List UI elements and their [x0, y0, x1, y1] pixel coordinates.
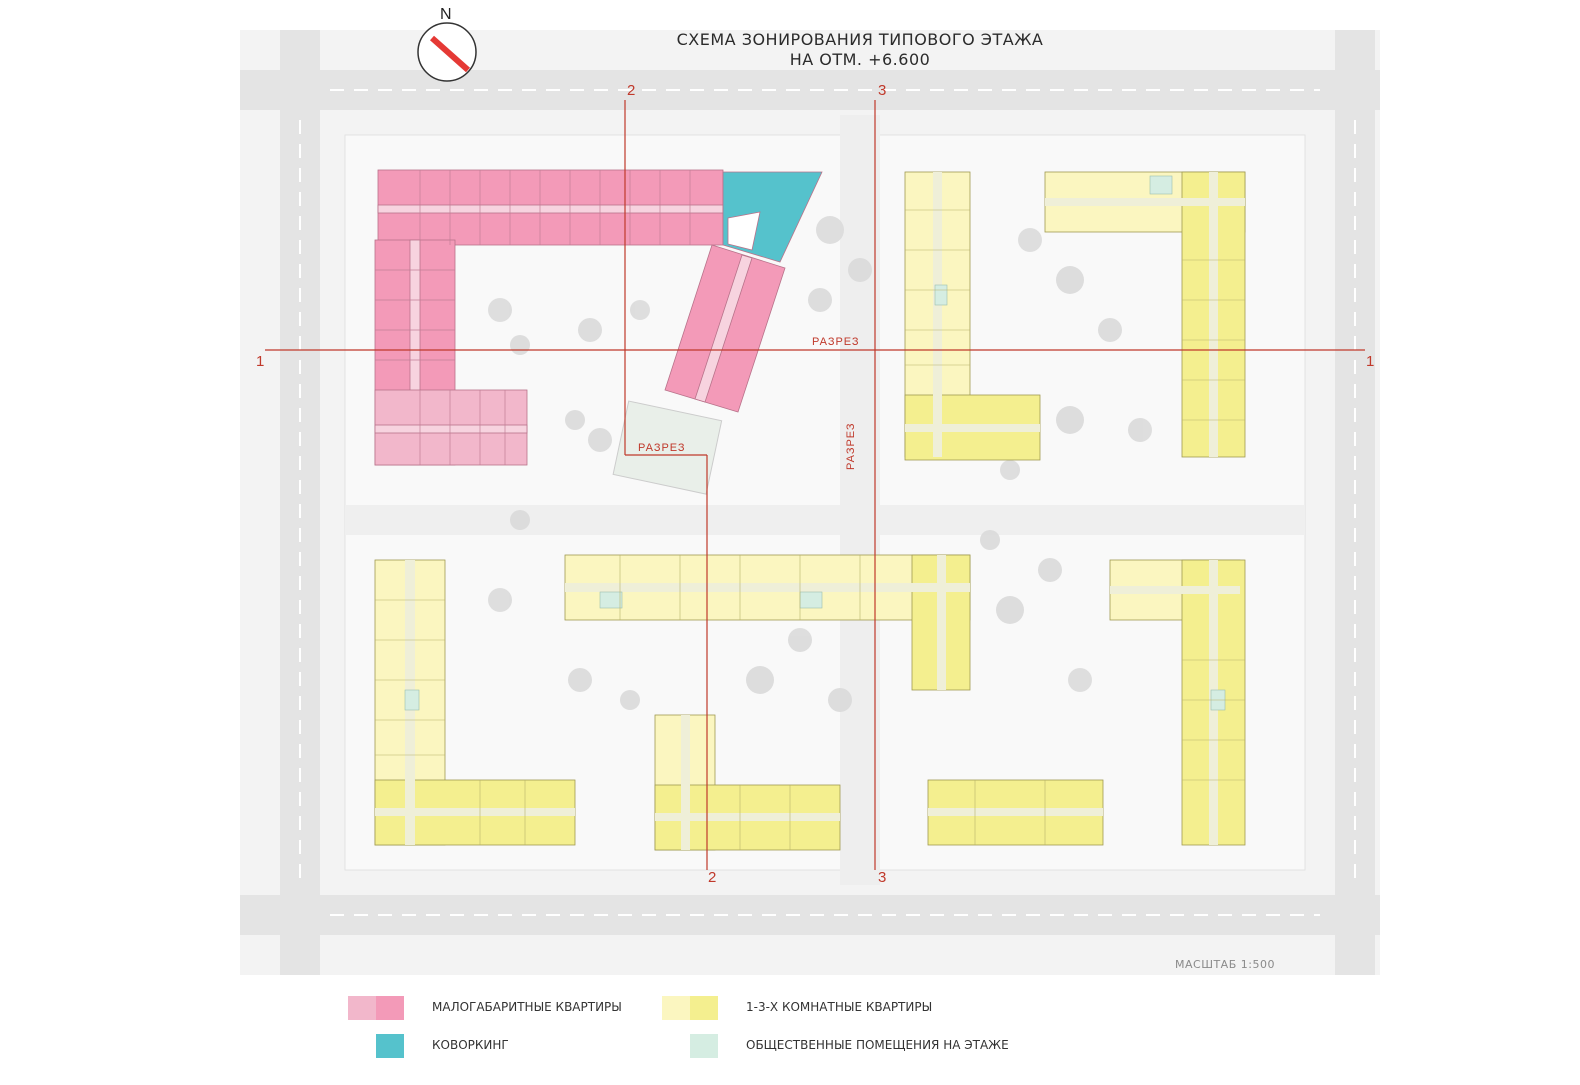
corridor — [1110, 586, 1240, 594]
building-small-apartments — [374, 169, 823, 466]
tree — [1068, 668, 1092, 692]
axis-1-right-label: 1 — [1366, 353, 1375, 370]
apartment-unit-dividers — [375, 209, 1245, 850]
courtyard — [344, 134, 1306, 871]
tree — [565, 410, 585, 430]
tree — [996, 596, 1024, 624]
tree — [788, 628, 812, 652]
legend-swatch-small-apts — [376, 996, 404, 1020]
corridor — [565, 583, 970, 592]
axis-2-bottom-label: 2 — [708, 869, 717, 886]
axis-3-top-label: 3 — [878, 82, 887, 99]
sports-field — [612, 400, 723, 495]
tree — [588, 428, 612, 452]
unit-dividers — [375, 170, 691, 465]
legend-swatch-apts — [690, 996, 718, 1020]
legend-swatch-small-apts-light — [348, 996, 376, 1020]
legend-item-coworking: КОВОРКИНГ — [404, 1038, 509, 1052]
axis-3-bottom-label: 3 — [878, 869, 887, 886]
legend-item-public-spaces: ОБЩЕСТВЕННЫЕ ПОМЕЩЕНИЯ НА ЭТАЖЕ — [718, 1038, 1009, 1052]
legend-swatch-apts-light — [662, 996, 690, 1020]
central-street — [345, 505, 1305, 535]
tree — [1018, 228, 1042, 252]
legend-label-small-apartments: МАЛОГАБАРИТНЫЕ КВАРТИРЫ — [432, 1000, 622, 1014]
tree — [510, 335, 530, 355]
north-arrow-icon — [417, 22, 477, 82]
corridor — [375, 808, 575, 816]
tree — [630, 300, 650, 320]
legend-swatch-coworking — [376, 1034, 404, 1058]
corridor — [1045, 198, 1245, 206]
section-label-3: РАЗРЕЗ — [845, 422, 857, 470]
section-lines — [265, 100, 1365, 870]
corridor — [933, 172, 942, 457]
corridor — [937, 555, 946, 690]
public-space — [934, 284, 948, 306]
public-space — [404, 689, 420, 711]
legend-label-apartments: 1-3-Х КОМНАТНЫЕ КВАРТИРЫ — [746, 1000, 933, 1014]
tree — [488, 298, 512, 322]
tree — [746, 666, 774, 694]
legend-item-small-apartments: МАЛОГАБАРИТНЫЕ КВАРТИРЫ — [404, 1000, 622, 1014]
tree — [578, 318, 602, 342]
legend-swatch-public — [690, 1034, 718, 1058]
corridor — [681, 715, 690, 850]
corridor — [1209, 172, 1218, 457]
legend-item-apartments: 1-3-Х КОМНАТНЫЕ КВАРТИРЫ — [718, 1000, 932, 1014]
coworking-void — [727, 211, 761, 251]
legend-swatches — [348, 996, 718, 1058]
plan-subtitle: НА ОТМ. +6.600 — [789, 50, 931, 69]
tree — [848, 258, 872, 282]
public-space — [799, 591, 823, 609]
corridor — [905, 424, 1040, 432]
compass-needle — [430, 35, 470, 73]
corridor — [928, 808, 1103, 816]
axis-2-top-label: 2 — [627, 82, 636, 99]
tree — [1098, 318, 1122, 342]
tree — [1038, 558, 1062, 582]
road-markings — [299, 89, 1356, 916]
tree — [1056, 406, 1084, 434]
axis-1-left-label: 1 — [256, 353, 265, 370]
tree — [1000, 460, 1020, 480]
compass-north-label: N — [440, 6, 452, 23]
tree — [980, 530, 1000, 550]
legend-label-coworking: КОВОРКИНГ — [432, 1038, 509, 1052]
corridor — [655, 813, 840, 821]
public-space — [1149, 175, 1173, 195]
section-label-2: РАЗРЕЗ — [638, 442, 686, 454]
tree — [488, 588, 512, 612]
corridor — [694, 254, 753, 403]
tree — [1056, 266, 1084, 294]
tree — [620, 690, 640, 710]
tree — [828, 688, 852, 712]
corridor — [374, 424, 528, 434]
central-avenue — [840, 115, 880, 885]
tree — [816, 216, 844, 244]
section-label-1: РАЗРЕЗ — [812, 336, 860, 348]
tree — [1128, 418, 1152, 442]
legend-label-public-spaces: ОБЩЕСТВЕННЫЕ ПОМЕЩЕНИЯ НА ЭТАЖЕ — [746, 1038, 1009, 1052]
scale-label: МАСШТАБ 1:500 — [1175, 958, 1275, 971]
tree — [568, 668, 592, 692]
corridor — [377, 204, 724, 214]
public-space — [599, 591, 623, 609]
tree — [808, 288, 832, 312]
plan-title: СХЕМА ЗОНИРОВАНИЯ ТИПОВОГО ЭТАЖА — [676, 30, 1044, 49]
tree — [510, 510, 530, 530]
